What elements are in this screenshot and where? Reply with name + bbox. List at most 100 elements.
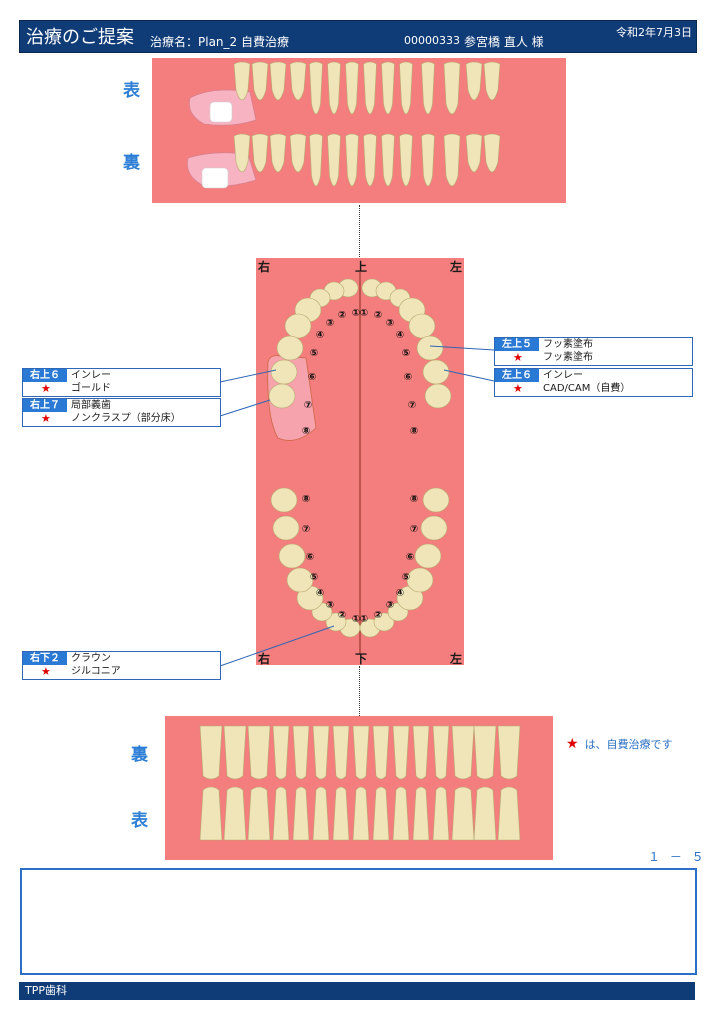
tooth-illustration (247, 786, 271, 841)
lower-front-label: 表 (131, 811, 148, 831)
annotation-treatment: フッ素塗布 (543, 339, 593, 350)
tooth-number: ⑥ (306, 552, 314, 563)
arch-tooth (270, 487, 298, 513)
self-pay-star-icon: ★ (513, 351, 523, 364)
tooth-number: ① (352, 308, 360, 319)
tooth-illustration (443, 133, 461, 187)
tooth-illustration (251, 133, 269, 173)
tooth-illustration (289, 61, 307, 101)
tooth-number: ⑤ (310, 348, 318, 359)
tooth-number: ⑦ (408, 400, 416, 411)
tooth-number: ⑧ (410, 426, 418, 437)
annotation-code: 右下２ (23, 652, 67, 665)
tooth-illustration (352, 786, 370, 841)
tooth-number: ① (360, 308, 368, 319)
arch-right-bottom: 右 (258, 652, 271, 666)
tooth-illustration (473, 725, 497, 780)
annotation-treatment: インレー (543, 370, 583, 381)
page-title: 治療のご提案 (26, 27, 134, 48)
tooth-illustration (327, 133, 341, 187)
lower-teeth-image (199, 725, 521, 841)
tooth-number: ④ (316, 588, 324, 599)
tooth-illustration (289, 133, 307, 173)
tooth-number: ⑧ (302, 494, 310, 505)
arch-tooth (414, 543, 442, 569)
lower-teeth-panel (165, 716, 553, 860)
arch-tooth (268, 383, 296, 409)
memo-box[interactable] (20, 868, 697, 975)
tooth-illustration (269, 133, 287, 173)
annotation-material: ゴールド (71, 383, 111, 394)
tooth-illustration (443, 61, 461, 115)
tooth-number: ⑧ (302, 426, 310, 437)
tooth-illustration (372, 725, 390, 780)
tooth-illustration (363, 133, 377, 187)
tooth-illustration (473, 786, 497, 841)
tooth-number: ⑤ (402, 572, 410, 583)
tooth-illustration (269, 61, 287, 101)
annotation-material: ノンクラスプ（部分床） (71, 413, 181, 424)
tooth-number: ② (374, 610, 382, 621)
tooth-number: ③ (326, 318, 334, 329)
arch-bottom: 下 (355, 652, 368, 666)
tooth-number: ⑥ (406, 552, 414, 563)
tooth-number: ③ (326, 600, 334, 611)
arch-tooth (408, 313, 436, 339)
upper-teeth-panel (152, 58, 566, 203)
tooth-illustration (247, 725, 271, 780)
tooth-illustration (233, 61, 251, 101)
self-pay-star-icon: ★ (41, 382, 51, 395)
arch-tooth (284, 313, 312, 339)
tooth-number: ② (338, 310, 346, 321)
arch-tooth (270, 359, 298, 385)
tooth-illustration (465, 61, 483, 101)
tooth-number: ⑧ (410, 494, 418, 505)
tooth-illustration (465, 133, 483, 173)
tooth-illustration (497, 725, 521, 780)
tooth-illustration (412, 725, 430, 780)
tooth-number: ⑥ (308, 372, 316, 383)
arch-tooth (416, 335, 444, 361)
tooth-illustration (272, 725, 290, 780)
tooth-number: ⑤ (402, 348, 410, 359)
tooth-illustration (399, 133, 413, 187)
annotation-upper-left-6: 左上６ インレー ★ CAD/CAM（自費） (494, 368, 693, 397)
annotation-material: ジルコニア (71, 666, 121, 677)
tooth-illustration (381, 133, 395, 187)
tooth-illustration (199, 786, 223, 841)
tooth-number: ① (352, 614, 360, 625)
tooth-number: ⑦ (302, 524, 310, 535)
tooth-illustration (392, 725, 410, 780)
tooth-illustration (483, 133, 501, 173)
annotation-lower-right-2: 右下２ クラウン ★ ジルコニア (22, 651, 221, 680)
tooth-illustration (223, 725, 247, 780)
annotation-treatment: インレー (71, 370, 111, 381)
tooth-number: ③ (386, 600, 394, 611)
arch-tooth (373, 612, 395, 632)
footer-bar: TPP歯科 (19, 982, 695, 1000)
legend-text: は、自費治療です (584, 738, 673, 751)
arch-tooth (422, 487, 450, 513)
tooth-illustration (292, 725, 310, 780)
tooth-illustration (327, 61, 341, 115)
tooth-illustration (432, 725, 450, 780)
tooth-number: ① (360, 614, 368, 625)
upper-teeth-image (186, 61, 501, 189)
upper-back-label: 裏 (123, 153, 140, 173)
tooth-illustration (451, 725, 475, 780)
arch-tooth (424, 383, 452, 409)
self-pay-star-icon: ★ (513, 382, 523, 395)
tooth-number: ④ (396, 588, 404, 599)
tooth-illustration (421, 133, 435, 187)
upper-front-label: 表 (123, 81, 140, 101)
annotation-code: 左上５ (495, 338, 539, 351)
tooth-number: ⑥ (404, 372, 412, 383)
lower-back-label: 裏 (131, 745, 148, 765)
tooth-illustration (223, 786, 247, 841)
tooth-illustration (372, 786, 390, 841)
annotation-treatment: 局部義歯 (71, 400, 111, 411)
arch-tooth (278, 543, 306, 569)
tooth-illustration (292, 786, 310, 841)
